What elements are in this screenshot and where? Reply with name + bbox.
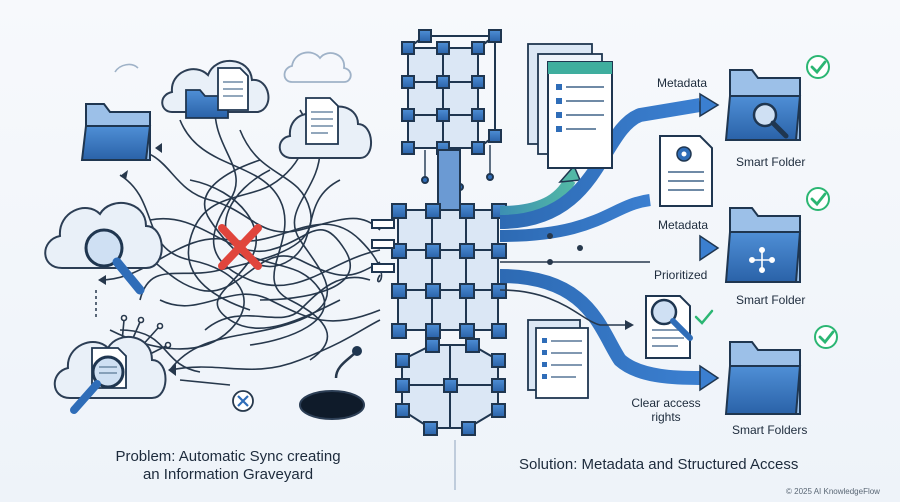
magnifier-icon (84, 228, 145, 295)
label-smart-folder-1: Smart Folder (736, 155, 806, 169)
document-icon (305, 97, 339, 145)
document-icon (527, 319, 589, 399)
x-mark-icon (218, 224, 262, 270)
caption-problem: Problem: Automatic Sync creating an Info… (115, 448, 341, 483)
checkmark-icon (806, 55, 830, 79)
label-smart-folder-2: Smart Folder (736, 293, 806, 307)
x-circle-icon (232, 390, 254, 412)
label-clear-access: Clear access rights (631, 396, 701, 424)
gear-icon (676, 146, 692, 162)
document-icon (659, 135, 713, 207)
checkmark-icon (806, 187, 830, 211)
cloud-icon (114, 63, 139, 73)
cube-lattice-icon (371, 29, 507, 436)
document-icon (527, 43, 613, 169)
folder-icon (724, 207, 802, 283)
folder-icon (80, 103, 152, 161)
magnifier-icon (650, 298, 693, 341)
magnifier-icon (752, 102, 789, 139)
flow-bands (499, 92, 720, 392)
folder-icon (724, 341, 802, 415)
magnifier-icon (70, 355, 125, 414)
label-smart-folders-3: Smart Folders (732, 423, 808, 437)
checkmark-icon (814, 325, 838, 349)
label-metadata-mid: Metadata (658, 218, 709, 232)
tangle-arrowheads (98, 143, 176, 376)
checkmark-icon (694, 309, 714, 325)
network-icon (748, 247, 775, 273)
document-icon (217, 67, 249, 111)
cloud-icon (283, 51, 352, 83)
label-metadata-top: Metadata (657, 76, 708, 90)
caption-solution: Solution: Metadata and Structured Access (519, 456, 799, 473)
footer-copyright: © 2025 AI KnowledgeFlow (786, 487, 880, 496)
label-prioritized: Prioritized (654, 268, 708, 282)
sinkhole-icon (299, 346, 365, 420)
